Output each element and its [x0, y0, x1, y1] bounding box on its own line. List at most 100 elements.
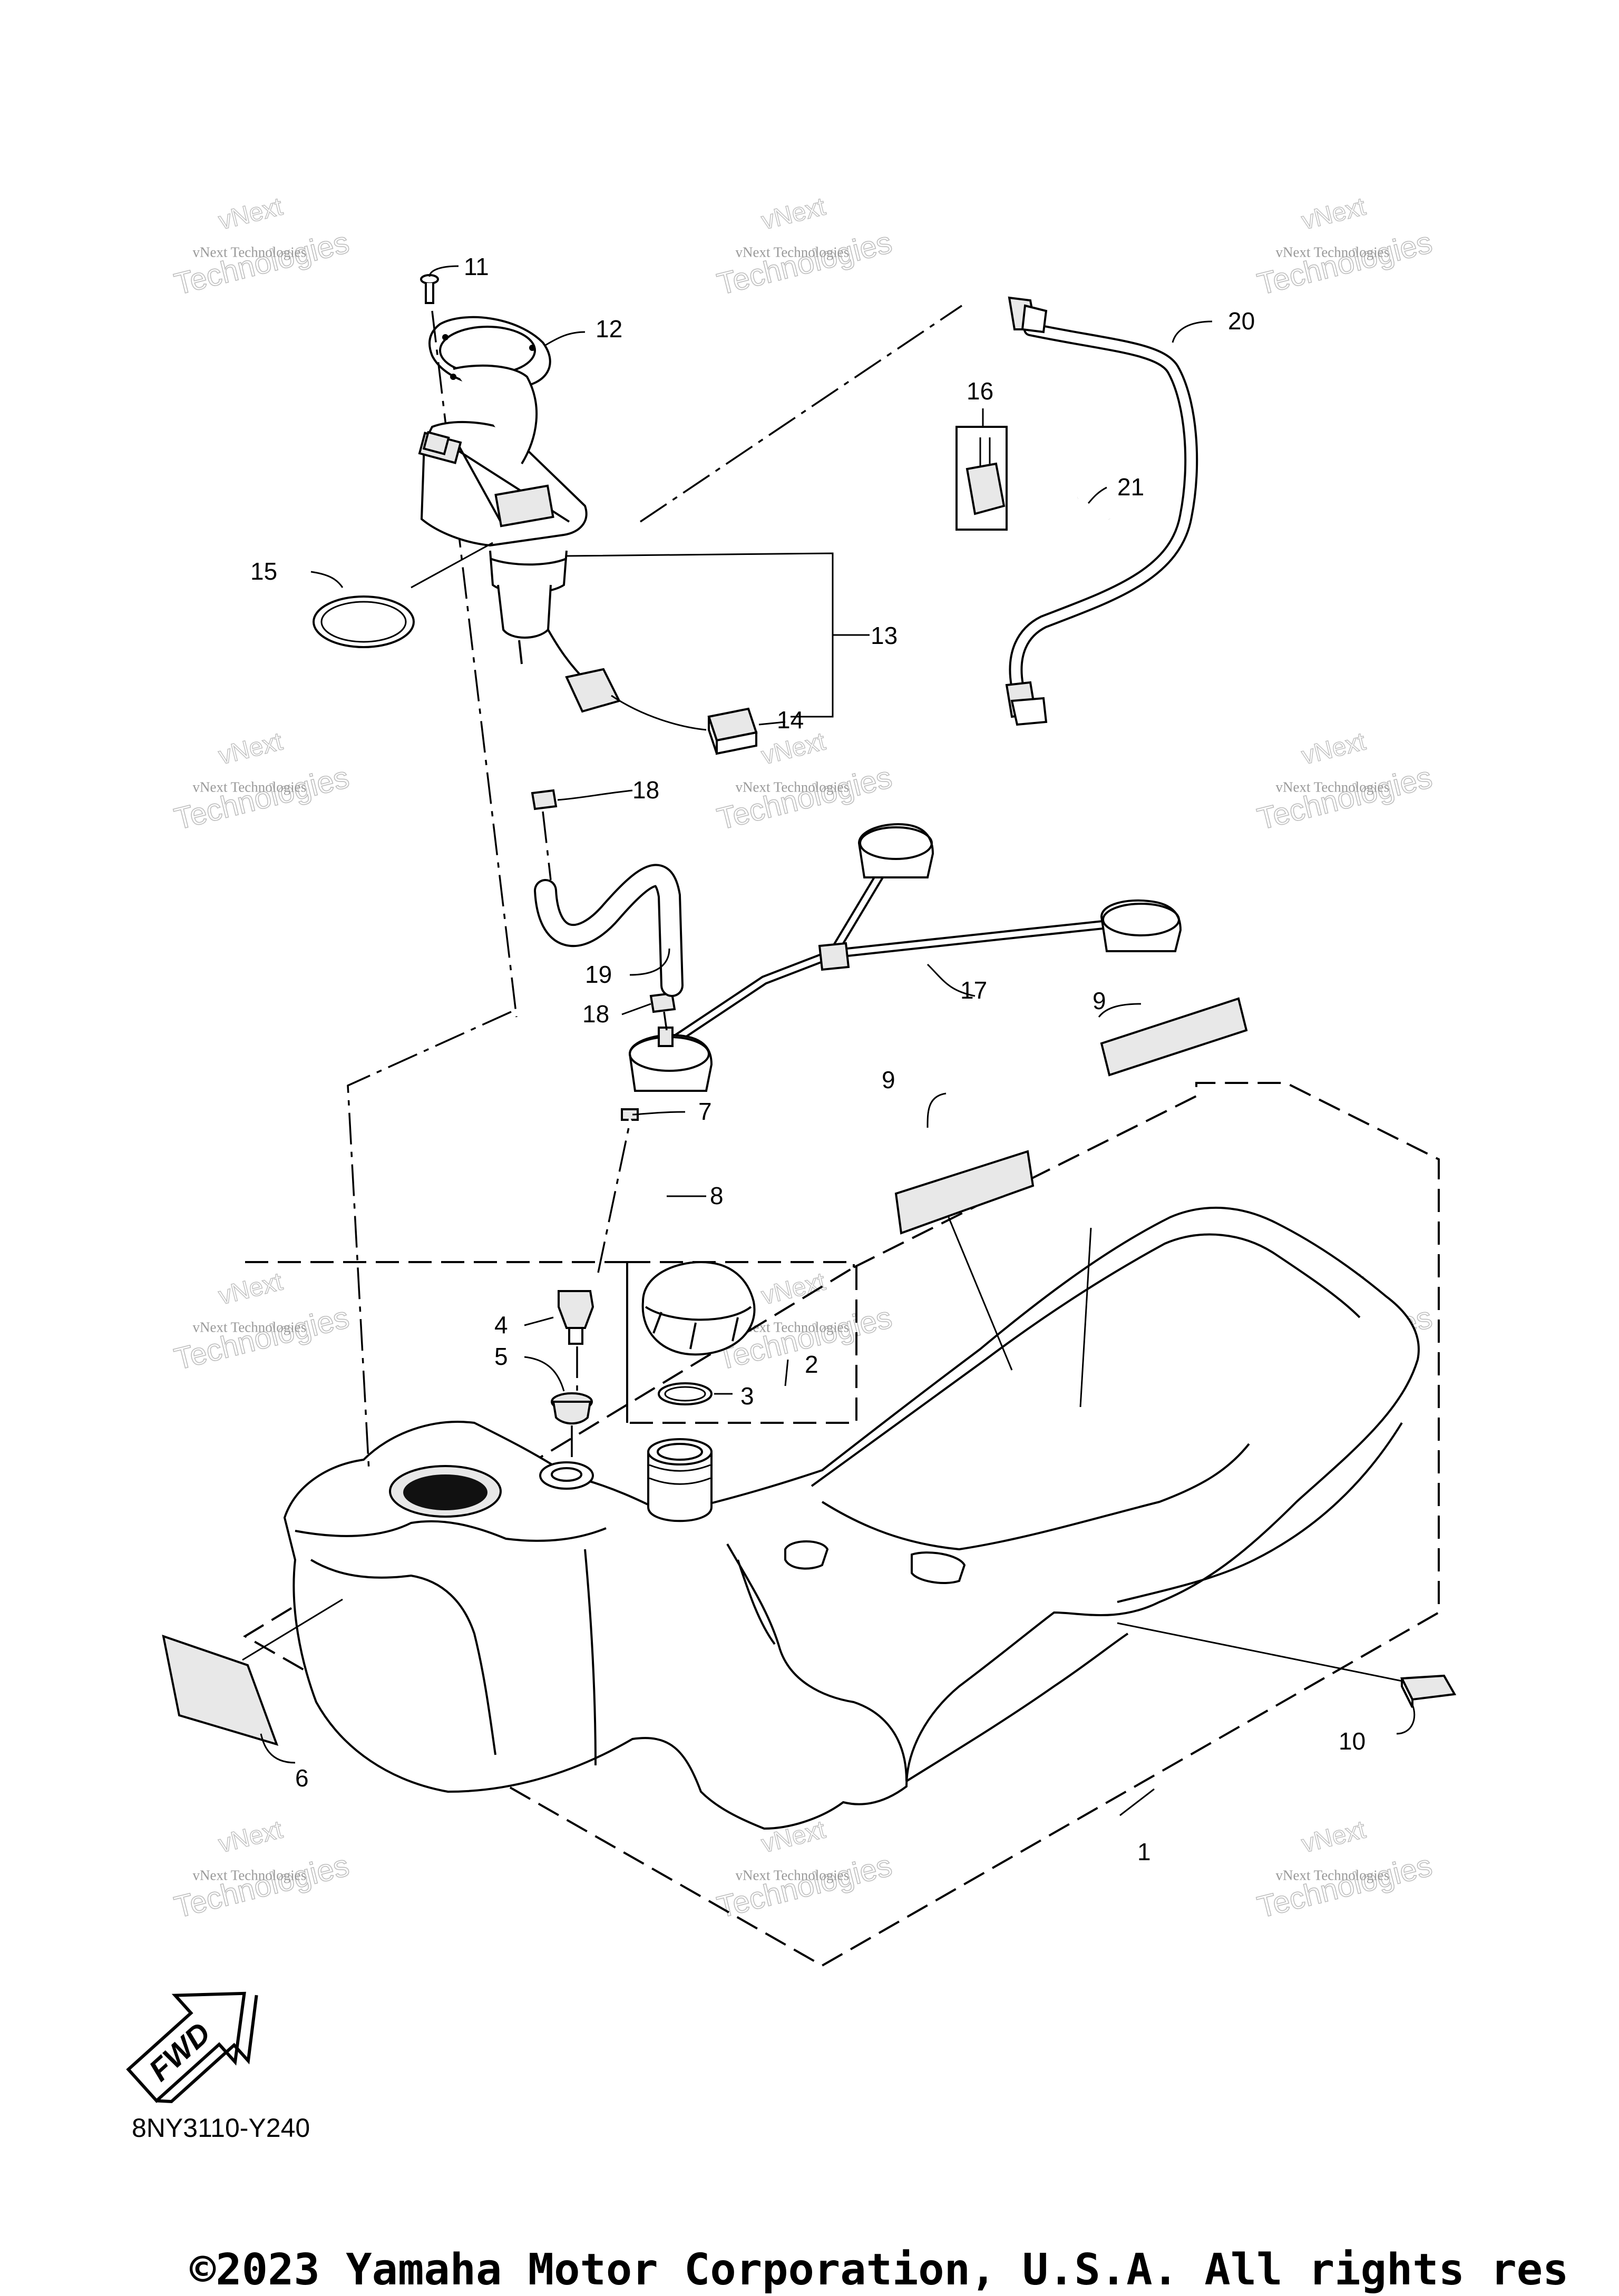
- watermark-text: vNext Technologies: [735, 779, 849, 795]
- callout-leaders: [260, 265, 1416, 1816]
- bolt[interactable]: [420, 274, 439, 304]
- pump-connector[interactable]: [707, 707, 758, 755]
- callout-15[interactable]: 15: [250, 558, 277, 585]
- o-ring-inner: [664, 1386, 706, 1402]
- callout-19[interactable]: 19: [585, 961, 612, 988]
- callout-9-rear[interactable]: 9: [1093, 987, 1106, 1014]
- watermark-technologies: Technologies: [714, 225, 895, 301]
- tank-rear-lip: [1117, 1422, 1403, 1603]
- grommet[interactable]: [551, 1392, 593, 1425]
- callout-16[interactable]: 16: [967, 377, 993, 405]
- tank-pad-rear[interactable]: [1100, 997, 1248, 1077]
- callout-9-front[interactable]: 9: [882, 1066, 895, 1093]
- tank-side-mount: [911, 1551, 966, 1585]
- drain-axis-upper: [542, 811, 552, 881]
- breather-hose[interactable]: [629, 1119, 671, 1255]
- callout-10[interactable]: 10: [1339, 1727, 1366, 1755]
- callout-18-lower[interactable]: 18: [582, 1000, 609, 1028]
- tank-inner-rim: [811, 1233, 1361, 1487]
- watermark-text: vNext Technologies: [192, 1320, 306, 1335]
- tank-front-contour: [310, 1559, 496, 1755]
- pump-axis-drop: [347, 1011, 512, 1471]
- callout-3[interactable]: 3: [740, 1382, 754, 1410]
- callout-13[interactable]: 13: [871, 622, 898, 649]
- callout-5[interactable]: 5: [494, 1343, 508, 1370]
- callout-11[interactable]: 11: [464, 253, 489, 280]
- watermark-vnext: vNext: [1299, 727, 1368, 770]
- callout-14[interactable]: 14: [777, 706, 804, 734]
- watermark-vnext: vNext: [216, 192, 285, 235]
- callout-12[interactable]: 12: [596, 315, 622, 343]
- callout-7[interactable]: 7: [698, 1098, 712, 1125]
- pump-o-ring[interactable]: [313, 595, 415, 648]
- watermark-technologies: Technologies: [171, 1848, 352, 1924]
- grommet-seat-hole: [551, 1467, 582, 1482]
- callout-17[interactable]: 17: [960, 976, 987, 1004]
- callout-20[interactable]: 20: [1228, 307, 1255, 335]
- warning-label[interactable]: [162, 1634, 279, 1746]
- fuel-pump-assembly[interactable]: [418, 364, 707, 731]
- callout-18-upper[interactable]: 18: [632, 776, 659, 804]
- fuel-cap-o-ring[interactable]: [658, 1382, 713, 1405]
- watermark-text: vNext Technologies: [192, 1868, 306, 1883]
- callout-1[interactable]: 1: [1137, 1838, 1151, 1865]
- diagram-code: 8NY3110-Y240: [132, 2113, 310, 2143]
- tank-crease-2: [737, 1559, 776, 1645]
- damper-block[interactable]: [1400, 1674, 1457, 1708]
- drain-axis-lower: [663, 1011, 668, 1031]
- drain-hose[interactable]: [534, 864, 684, 997]
- watermark-technologies: Technologies: [1254, 1848, 1435, 1924]
- tank-rear-mount: [784, 1540, 829, 1570]
- watermark-vnext: vNext: [216, 727, 285, 770]
- tank-front-crease: [584, 1549, 597, 1766]
- label-leader: [242, 1598, 343, 1661]
- fuel-tank[interactable]: [283, 1206, 1420, 1830]
- watermark-vnext: vNext: [758, 192, 828, 235]
- watermark-technologies: Technologies: [714, 760, 895, 836]
- tank-side-contour: [905, 1633, 1129, 1782]
- o-ring-leader: [411, 542, 493, 589]
- watermark-text: vNext Technologies: [1275, 1868, 1389, 1883]
- watermark-text: vNext Technologies: [1275, 779, 1389, 795]
- tank-pad-front[interactable]: [894, 1150, 1035, 1235]
- callout-6[interactable]: 6: [295, 1764, 309, 1792]
- copyright-notice: ©2023 Yamaha Motor Corporation, U.S.A. A…: [190, 2245, 1569, 2295]
- callout-4[interactable]: 4: [494, 1311, 508, 1338]
- vent-valve[interactable]: [558, 1290, 594, 1345]
- tank-front-ridge: [295, 1520, 607, 1542]
- callout-21[interactable]: 21: [1117, 473, 1144, 501]
- pad-rear-leader: [1079, 1227, 1092, 1408]
- callout-8[interactable]: 8: [710, 1182, 724, 1209]
- pad-front-leader: [948, 1217, 1013, 1371]
- hose-clamp[interactable]: [1055, 496, 1113, 546]
- watermark-vnext: vNext: [216, 1815, 285, 1858]
- watermark-vnext: vNext: [216, 1267, 285, 1310]
- hose-clamp-upper[interactable]: [531, 789, 558, 810]
- wire-connector[interactable]: [955, 426, 1008, 531]
- damper-leader: [1117, 1622, 1402, 1682]
- watermark-technologies: Technologies: [714, 1848, 895, 1924]
- fuel-delivery-hose[interactable]: [1005, 296, 1198, 726]
- watermark-text: vNext Technologies: [735, 245, 849, 260]
- fuel-cap[interactable]: [641, 1261, 756, 1356]
- fwd-arrow-icon: FWD: [126, 1991, 258, 2104]
- callout-2[interactable]: 2: [805, 1351, 818, 1378]
- breather-hose-assembly[interactable]: [628, 823, 1182, 1092]
- watermark-technologies: Technologies: [171, 225, 352, 301]
- tank-side-panel: [726, 1543, 908, 1782]
- watermark-vnext: vNext: [758, 727, 828, 770]
- filler-neck: [647, 1438, 713, 1522]
- watermark-text: vNext Technologies: [192, 779, 306, 795]
- watermark-technologies: Technologies: [171, 760, 352, 836]
- watermark-technologies: Technologies: [1254, 225, 1435, 301]
- breather-axis: [597, 1122, 631, 1273]
- watermark-vnext: vNext: [1299, 192, 1368, 235]
